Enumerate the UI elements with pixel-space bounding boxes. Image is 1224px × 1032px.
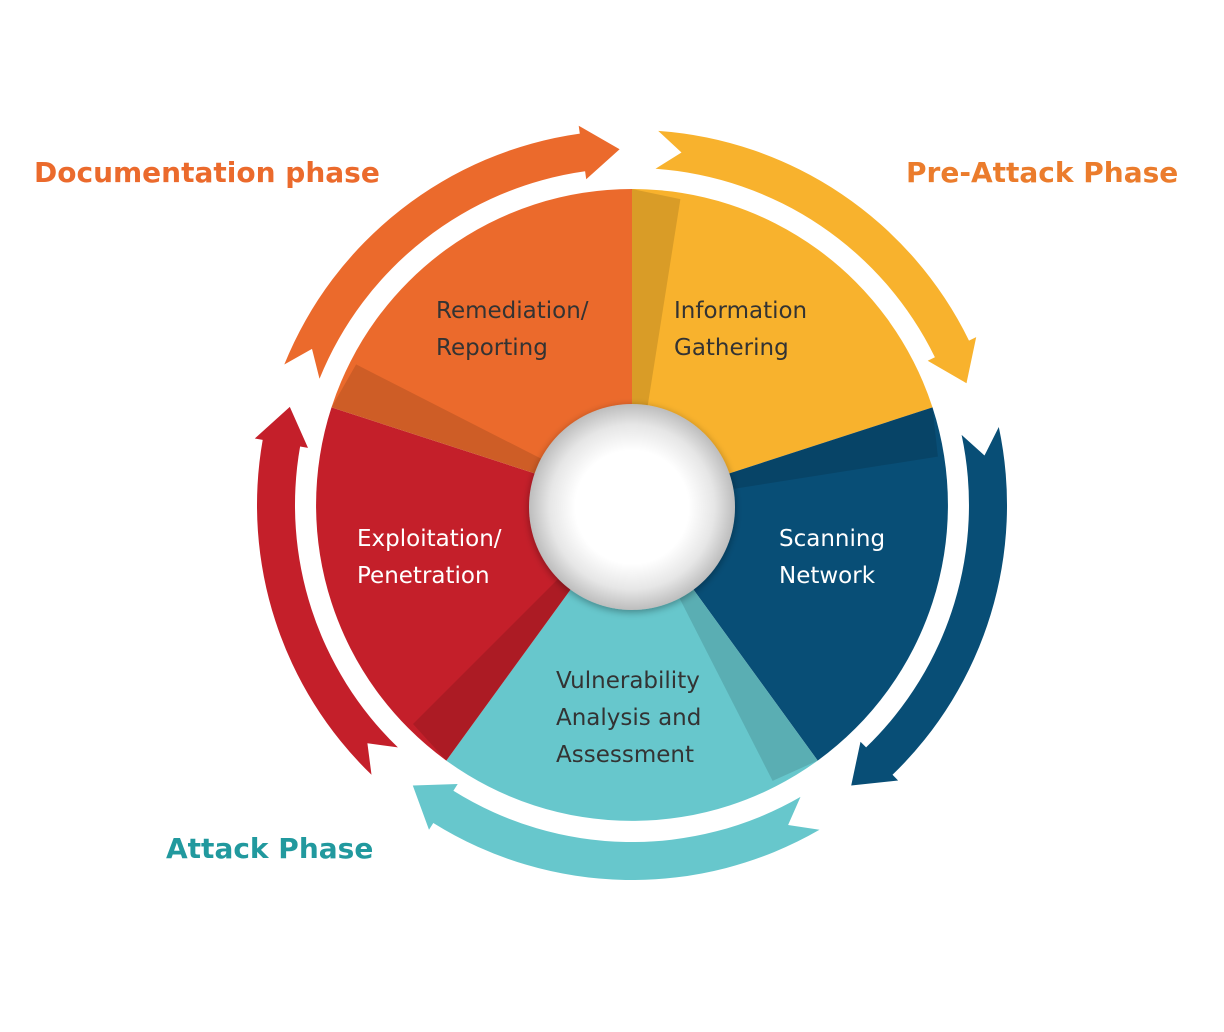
label-vulnerability-analysis-line: Analysis and [556,705,701,731]
segment-remediation-reporting [331,189,632,505]
pre-attack-phase-label: Pre-Attack Phase [906,156,1178,189]
label-information-gathering-line: Information [674,298,807,324]
segment-vulnerability-analysis [446,505,818,821]
label-scanning-network-line: Network [779,563,876,589]
segment-information-gathering [632,189,933,505]
label-remediation-reporting-line: Reporting [436,335,548,361]
exploitation-arrow [254,406,398,775]
pre-attack-arrow [655,130,977,384]
attack-phase-label: Attack Phase [166,832,373,865]
label-scanning-network-line: Scanning [779,526,885,552]
label-vulnerability-analysis-line: Assessment [556,742,694,768]
center-hub [529,404,735,610]
label-information-gathering-line: Gathering [674,335,789,361]
scanning-arrow [851,427,1008,786]
label-vulnerability-analysis-line: Vulnerability [556,668,700,694]
label-exploitation-penetration-line: Penetration [357,563,490,589]
label-remediation-reporting: Remediation/Reporting [436,298,589,361]
label-exploitation-penetration-line: Exploitation/ [357,526,502,552]
label-exploitation-penetration: Exploitation/Penetration [357,526,502,589]
documentation-phase-label: Documentation phase [34,156,380,189]
documentation-arrow [284,125,620,379]
outer-arrow-ring [254,125,1008,881]
attack-arrow [412,784,820,881]
label-remediation-reporting-line: Remediation/ [436,298,589,324]
